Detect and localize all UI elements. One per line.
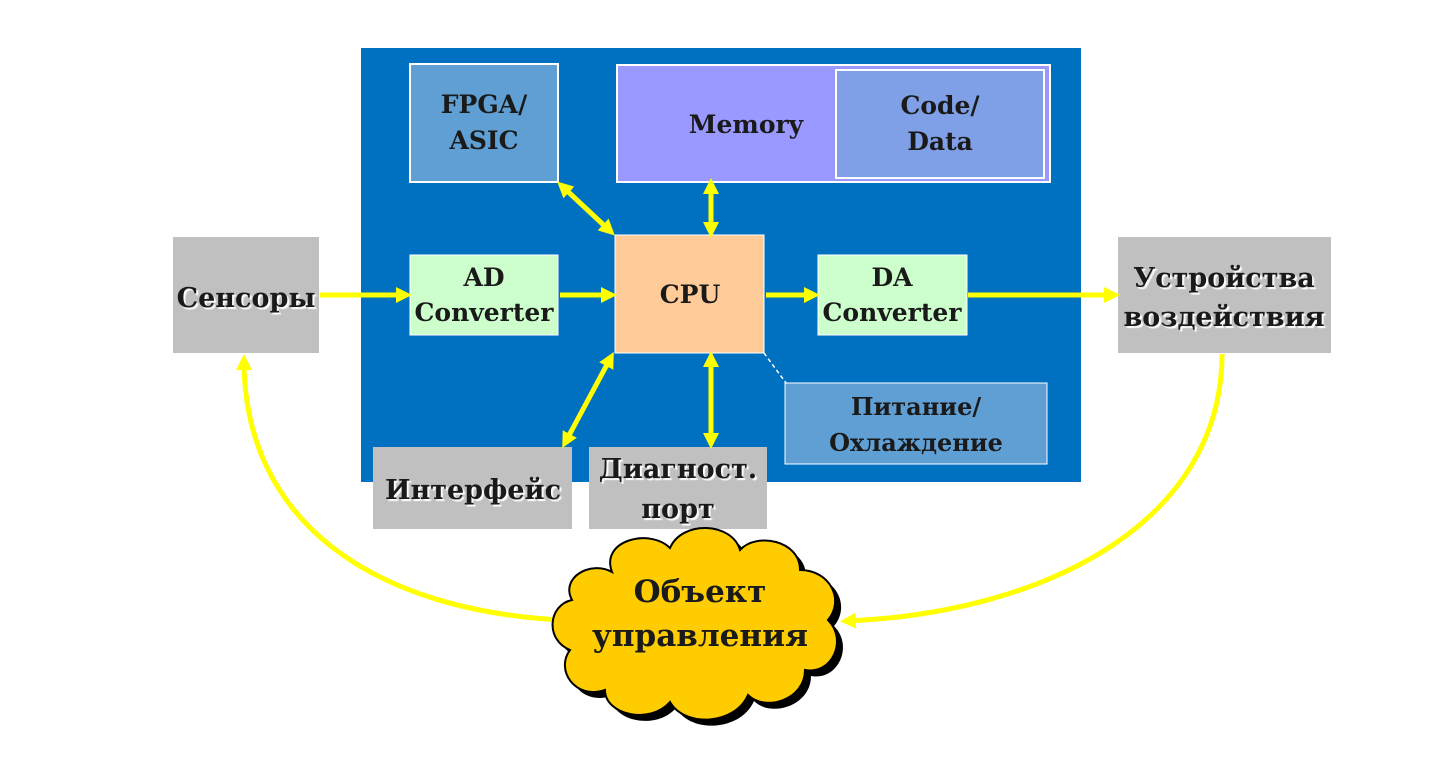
sensors-label: Сенсоры <box>177 283 316 314</box>
power-connector-line <box>763 352 787 384</box>
svg-text:Сенсоры: Сенсоры <box>177 283 316 314</box>
ad-converter-block: AD Converter <box>409 254 559 336</box>
code-data-label-line2: Data <box>907 127 973 156</box>
svg-text:Объект: Объект <box>634 574 767 610</box>
cloud-body <box>551 527 838 721</box>
svg-text:Converter: Converter <box>823 298 963 327</box>
code-data-label-line1: Code/ <box>900 91 980 120</box>
diag-port-label-line2: порт <box>641 494 714 525</box>
power-label-line2: Охлаждение <box>829 428 1003 457</box>
power-label-line1: Питание/ <box>851 392 982 421</box>
svg-text:Питание/: Питание/ <box>851 392 982 421</box>
actuators-label-line2: воздействия <box>1123 302 1324 333</box>
memory-label: Memory <box>689 110 805 139</box>
control-object-cloud: Объект управления <box>551 527 843 726</box>
svg-text:Диагност.: Диагност. <box>599 454 757 485</box>
cpu-label: CPU <box>660 280 721 309</box>
svg-text:FPGA/: FPGA/ <box>441 90 528 119</box>
arrow-cpu-interface <box>562 351 614 449</box>
svg-text:Интерфейс: Интерфейс <box>385 475 561 506</box>
actuators-block: Устройства воздействия <box>1118 237 1331 353</box>
svg-text:CPU: CPU <box>660 280 721 309</box>
fpga-asic-block: FPGA/ ASIC <box>409 63 559 183</box>
code-data-block: Code/ Data <box>835 69 1045 179</box>
power-cooling-block: Питание/ Охлаждение <box>763 352 1048 465</box>
fpga-label-line2: ASIC <box>448 126 518 155</box>
svg-text:воздействия: воздействия <box>1123 302 1324 333</box>
svg-text:ASIC: ASIC <box>448 126 518 155</box>
interface-block: Интерфейс <box>373 447 572 529</box>
svg-text:AD: AD <box>462 263 504 292</box>
svg-text:Code/: Code/ <box>900 91 980 120</box>
svg-text:Converter: Converter <box>415 298 555 327</box>
ad-converter-label-line2: Converter <box>415 298 555 327</box>
da-converter-label-line1: DA <box>871 263 913 292</box>
svg-text:Охлаждение: Охлаждение <box>829 428 1003 457</box>
da-converter-label-line2: Converter <box>823 298 963 327</box>
control-object-label-line2: управления <box>592 618 808 654</box>
diagnostic-port-block: Диагност. порт <box>589 447 767 529</box>
signal-arrows <box>236 177 1225 629</box>
svg-text:Устройства: Устройства <box>1133 263 1314 294</box>
diag-port-label-line1: Диагност. <box>599 454 757 485</box>
arrow-actuators-to-object <box>840 353 1225 629</box>
control-object-label-line1: Объект <box>634 574 767 610</box>
arrow-fpga-cpu <box>557 181 615 236</box>
svg-text:порт: порт <box>641 494 714 525</box>
svg-text:управления: управления <box>592 618 808 654</box>
svg-text:DA: DA <box>871 263 913 292</box>
svg-text:Data: Data <box>907 127 973 156</box>
cpu-block: CPU <box>614 234 765 354</box>
sensors-block: Сенсоры <box>173 237 319 353</box>
arrow-object-to-sensors <box>236 354 563 623</box>
interface-label: Интерфейс <box>385 475 561 506</box>
actuators-label-line1: Устройства <box>1133 263 1314 294</box>
svg-text:Memory: Memory <box>689 110 805 139</box>
memory-block: Memory Code/ Data <box>616 64 1051 183</box>
da-converter-block: DA Converter <box>817 254 968 336</box>
fpga-label-line1: FPGA/ <box>441 90 528 119</box>
ad-converter-label-line1: AD <box>462 263 504 292</box>
